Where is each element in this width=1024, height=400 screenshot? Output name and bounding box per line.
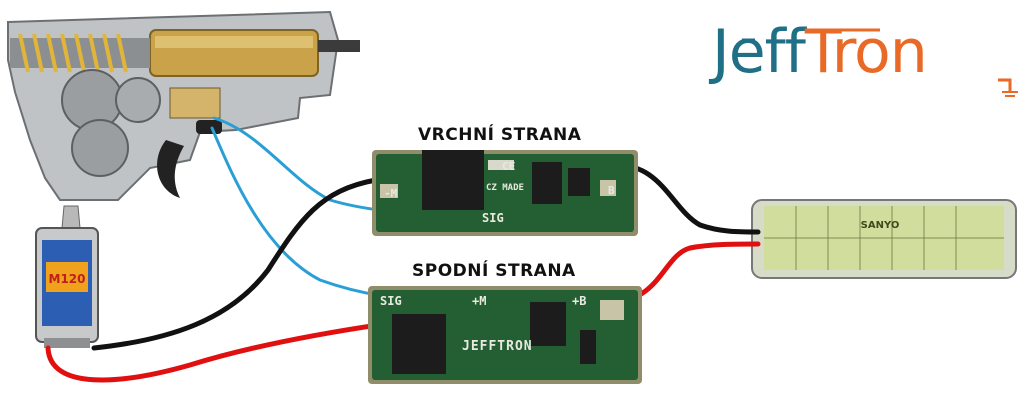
bottom-side-label: SPODNÍ STRANA: [412, 261, 576, 281]
battery-pack: [751, 199, 1017, 279]
bottom-pad-m: +M: [472, 294, 486, 308]
logo-text-jeff: Jeff: [712, 17, 806, 87]
motor: [35, 205, 99, 348]
top-pad-m: -M: [384, 187, 398, 200]
top-pad-b: B: [608, 184, 615, 197]
top-pad-sig: SIG: [482, 211, 504, 225]
logo-text-tron: Tron: [804, 17, 928, 87]
top-ce-mark: CE: [502, 160, 515, 173]
top-marking: CZ MADE: [486, 183, 524, 193]
gearbox: [7, 10, 360, 201]
motor-brand-label: M120: [49, 272, 86, 286]
jefftron-logo: JeffTron: [712, 22, 928, 82]
black-wire-battery: [609, 163, 761, 235]
battery-label: SANYO: [861, 220, 900, 231]
black-wire-motor: [91, 177, 379, 351]
bottom-brand: JEFFTRON: [462, 339, 533, 354]
red-wire-battery: [611, 241, 761, 305]
top-board: [372, 150, 638, 236]
bottom-pad-b: +B: [572, 294, 586, 308]
bottom-pad-sig: SIG: [380, 294, 402, 308]
top-side-label: VRCHNÍ STRANA: [418, 125, 582, 145]
bottom-board: [368, 286, 642, 384]
logo-circuit-decoration: [742, 28, 1018, 97]
